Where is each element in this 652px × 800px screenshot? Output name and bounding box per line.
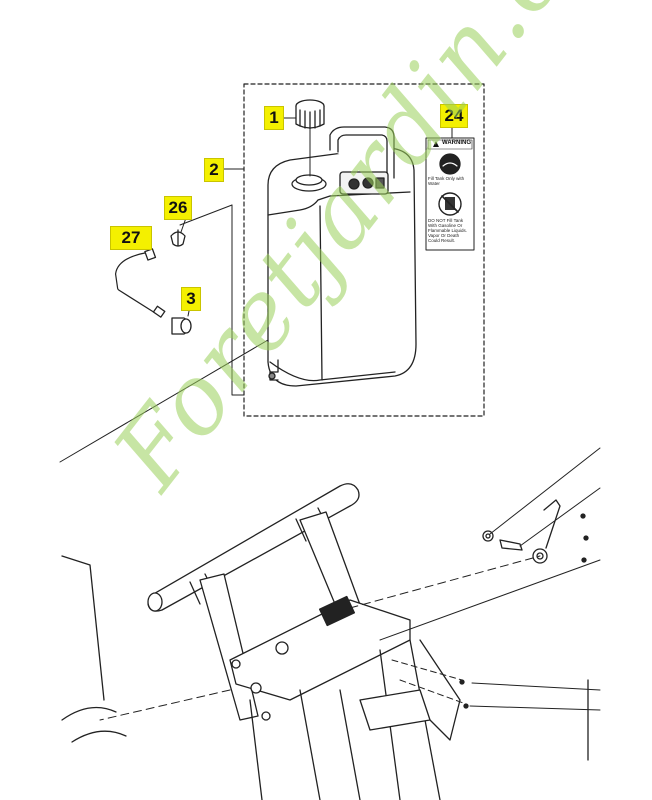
hose-clamp: [170, 229, 186, 247]
connection-lines: [99, 447, 601, 721]
warning-label-title: WARNING: [442, 140, 471, 146]
hose-fitting: [171, 317, 192, 335]
warning-label-line1: Fill Tank Only with Water: [428, 176, 465, 186]
callout-1: 1: [264, 106, 284, 130]
callout-24: 24: [440, 104, 468, 128]
water-tank: [267, 126, 417, 387]
assembly-box: [243, 83, 485, 417]
callout-3: 3: [181, 287, 201, 311]
hose: [115, 248, 166, 318]
handle-frame-assembly: [61, 483, 589, 800]
warning-label-line2: DO NOT Fill Tank With Gasoline Or Flamma…: [428, 218, 468, 243]
callout-2: 2: [204, 158, 224, 182]
tank-cap: [295, 99, 325, 177]
callout-26: 26: [164, 196, 192, 220]
callout-27: 27: [110, 226, 152, 250]
warning-decal: [425, 137, 475, 251]
